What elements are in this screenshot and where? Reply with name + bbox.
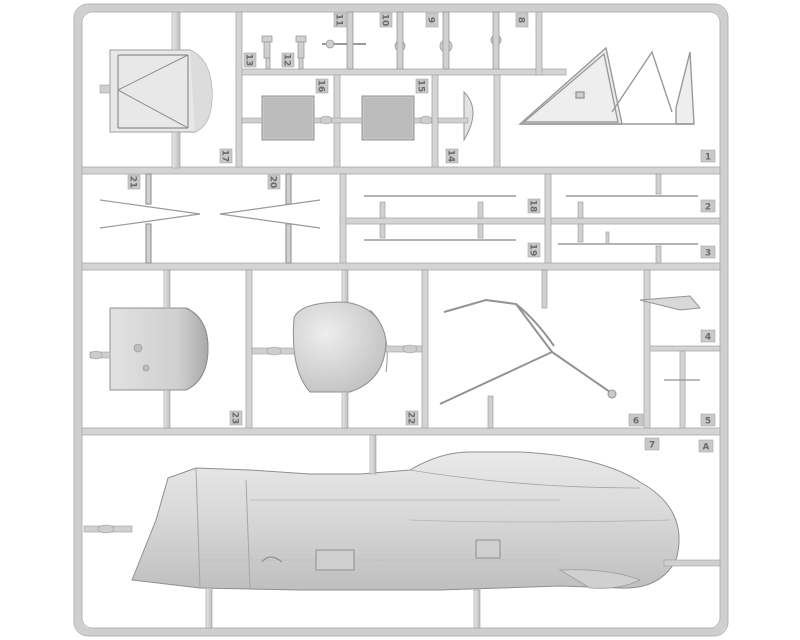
part-number-label: 2	[705, 203, 711, 213]
part-number-7: 7	[644, 437, 660, 451]
part-number-20: 20	[268, 174, 281, 190]
part-number-18: 18	[528, 198, 541, 214]
part-number-17: 17	[220, 148, 233, 164]
part-number-label: 22	[406, 412, 416, 425]
part-number-label: 14	[446, 150, 456, 163]
outer-frame	[73, 3, 729, 637]
part-number-16: 16	[316, 78, 329, 94]
part-number-6: 6	[628, 413, 644, 427]
part-number-label: 12	[282, 54, 292, 67]
part-number-label: 20	[268, 176, 278, 189]
part-number-label: 17	[220, 150, 230, 163]
part-number-14: 14	[446, 148, 459, 164]
part-number-9: 9	[426, 12, 439, 28]
part-number-13: 13	[244, 52, 257, 68]
part-panels	[241, 90, 474, 142]
part-number-11: 11	[334, 12, 347, 28]
part-number-label: 16	[316, 80, 326, 93]
part-undercarriage	[439, 269, 701, 429]
part-number-8: 8	[516, 12, 529, 28]
part-number-label: 1	[705, 153, 711, 163]
part-fuselage-half	[83, 434, 721, 629]
part-number-label: 9	[426, 17, 436, 23]
part-cowling	[251, 269, 423, 429]
part-number-label: 18	[528, 200, 538, 213]
inner-runners	[81, 11, 721, 436]
sprue-letter: A	[703, 443, 710, 453]
part-number-label: 21	[128, 176, 138, 189]
part-number-label: 5	[705, 417, 711, 427]
part-number-label: 6	[633, 417, 639, 427]
part-small-fittings	[261, 11, 502, 70]
part-number-3: 3	[700, 245, 716, 259]
part-number-5: 5	[700, 413, 716, 427]
part-number-23: 23	[230, 410, 243, 426]
part-number-label: 7	[649, 441, 655, 451]
part-number-15: 15	[416, 78, 429, 94]
part-number-2: 2	[700, 199, 716, 213]
part-number-label: 3	[705, 249, 711, 259]
part-number-label: 4	[705, 333, 711, 343]
part-number-12: 12	[282, 52, 295, 68]
part-struts-frame	[518, 46, 695, 125]
part-number-19: 19	[528, 242, 541, 258]
part-fuel-tank	[89, 269, 209, 429]
part-number-10: 10	[380, 12, 393, 28]
part-number-22: 22	[406, 410, 419, 426]
part-number-1: 1	[700, 149, 716, 163]
part-number-label: 10	[380, 14, 390, 27]
part-rods	[364, 173, 698, 264]
part-number-label: 13	[244, 54, 254, 67]
part-number-label: 11	[334, 14, 344, 27]
part-number-label: 19	[528, 244, 538, 257]
sprue-letter-tag: A	[698, 439, 714, 453]
part-number-label: 8	[516, 17, 526, 23]
part-number-label: 23	[230, 412, 240, 425]
part-number-21: 21	[128, 174, 141, 190]
part-canopy-frame	[99, 11, 213, 169]
part-bracing-wires	[99, 173, 321, 264]
part-number-4: 4	[700, 329, 716, 343]
part-number-label: 15	[416, 80, 426, 93]
